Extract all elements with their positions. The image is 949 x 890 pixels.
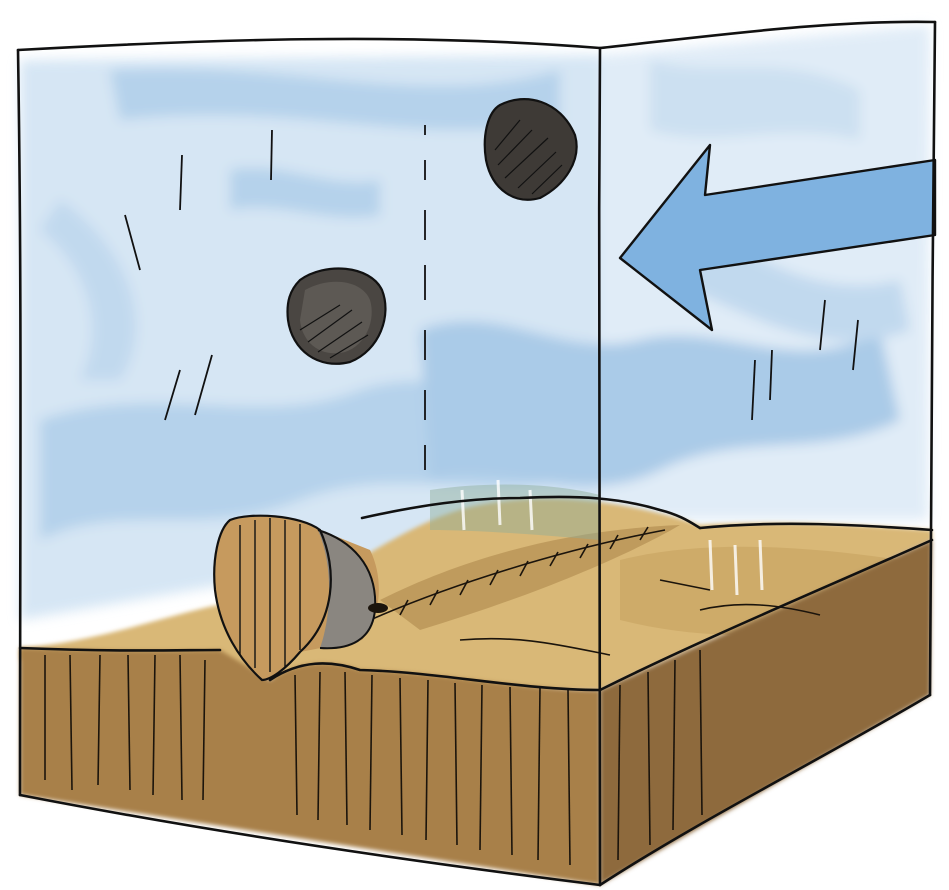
sediment-grain (368, 603, 388, 613)
